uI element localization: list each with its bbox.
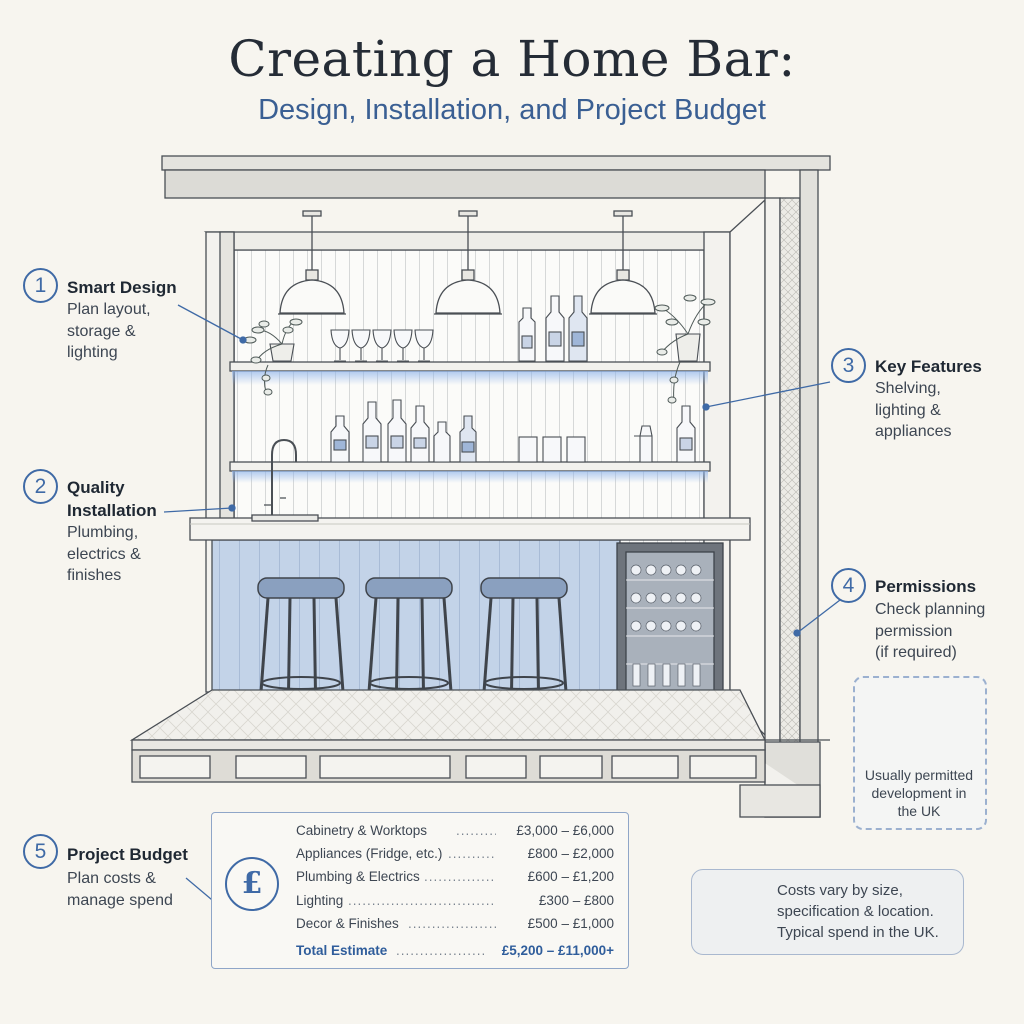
- callout-number-2: 2: [23, 469, 58, 504]
- leader-dots: ....................: [456, 823, 496, 838]
- plants: [243, 294, 716, 404]
- callout-number-1: 1: [23, 268, 58, 303]
- budget-table: [211, 812, 629, 969]
- callout-title-smart-design: Smart Design: [67, 278, 177, 297]
- leader-dots: ....................: [448, 846, 496, 861]
- plant-pot-right: [675, 333, 701, 362]
- callout-number-5: 5: [23, 834, 58, 869]
- budget-label: Plumbing & Electrics: [296, 869, 420, 884]
- callout-title-project-budget: Project Budget: [67, 845, 188, 864]
- permissions-note: Usually permitted development in the UK: [864, 767, 974, 819]
- bar-counter: [189, 438, 751, 711]
- leader-dots: ........................................…: [348, 893, 496, 908]
- page-title: Creating a Home Bar:: [228, 30, 796, 88]
- budget-total-label: Total Estimate: [296, 943, 388, 958]
- budget-row: Lighting ...............................…: [296, 893, 614, 913]
- budget-value: £800 – £2,000: [527, 846, 614, 861]
- plant-pot-left: [269, 343, 295, 362]
- callout-desc-quality-installation: Plumbing, electrics & finishes: [67, 524, 141, 584]
- pendant-light: [589, 210, 657, 315]
- cost-note-box: [691, 869, 964, 955]
- budget-row: Decor & Finishes .......................…: [296, 916, 614, 936]
- budget-value: £3,000 – £6,000: [516, 823, 614, 838]
- pendant-light: [434, 210, 502, 315]
- callout-desc-permissions: Check planning permission (if required): [875, 601, 986, 661]
- lower-shelf-items: [330, 399, 696, 463]
- pound-icon: £: [225, 857, 279, 911]
- budget-row: Cabinetry & Worktops ...................…: [296, 823, 614, 843]
- budget-value: £600 – £1,200: [527, 869, 614, 884]
- floor-platform: [129, 689, 830, 783]
- callout-title-quality-installation: Quality Installation: [67, 478, 157, 520]
- budget-total-value: £5,200 – £11,000+: [501, 943, 614, 958]
- budget-label: Appliances (Fridge, etc.): [296, 846, 443, 861]
- pendant-lights: [278, 210, 657, 315]
- callout-desc-key-features: Shelving, lighting & appliances: [875, 380, 952, 440]
- permissions-box: [853, 676, 987, 830]
- budget-row: Plumbing & Electrics ...................…: [296, 869, 614, 889]
- callout-desc-smart-design: Plan layout, storage & lighting: [67, 301, 151, 361]
- callout-desc-project-budget: Plan costs & manage spend: [67, 870, 173, 909]
- leader-dots: ........................................: [408, 916, 496, 931]
- callout-title-permissions: Permissions: [875, 577, 977, 596]
- page-subtitle: Design, Installation, and Project Budget: [258, 94, 766, 126]
- callout-number-4: 4: [831, 568, 866, 603]
- callout-number-3: 3: [831, 348, 866, 383]
- budget-row: Appliances (Fridge, etc.) ..............…: [296, 846, 614, 866]
- top-shelf-items: [269, 295, 701, 362]
- budget-label: Decor & Finishes: [296, 916, 399, 931]
- pendant-light: [278, 210, 346, 315]
- top-shelf-bottles: [518, 295, 588, 362]
- callout-title-key-features: Key Features: [875, 357, 982, 376]
- leader-dots: ..............................: [424, 869, 496, 884]
- leader-dots: ........................................: [396, 943, 486, 958]
- cost-note: Costs vary by size, specification & loca…: [777, 882, 939, 941]
- budget-total-row: Total Estimate .........................…: [296, 943, 614, 963]
- budget-label: Cabinetry & Worktops: [296, 823, 428, 838]
- budget-label: Lighting: [296, 893, 344, 908]
- wine-glasses: [330, 329, 434, 362]
- leader-lines: [163, 304, 841, 914]
- budget-value: £500 – £1,000: [527, 916, 614, 931]
- budget-value: £300 – £800: [538, 893, 614, 908]
